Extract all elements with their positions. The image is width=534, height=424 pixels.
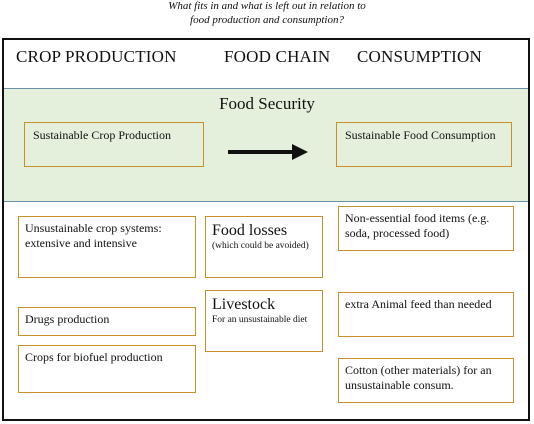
caption-line-2: food production and consumption? (190, 14, 344, 26)
header-consumption: CONSUMPTION (357, 47, 482, 66)
right-item-non-essential: Non-essential food items (e.g. soda, pro… (338, 206, 514, 251)
food-losses-title: Food losses (212, 222, 288, 239)
arrow-shaft (228, 150, 294, 154)
livestock-subtitle: For an unsustainable diet (212, 315, 308, 325)
arrow-right-icon (292, 144, 308, 160)
right-item-cotton: Cotton (other materials) for an unsustai… (338, 358, 514, 403)
left-item-drugs: Drugs production (18, 307, 196, 336)
header-crop-production: CROP PRODUCTION (16, 47, 177, 66)
left-item-biofuel: Crops for biofuel production (18, 345, 196, 393)
diagram-frame (2, 38, 530, 421)
caption-line-1: What fits in and what is left out in rel… (168, 0, 366, 12)
livestock-title: Livestock (212, 296, 276, 313)
food-losses-subtitle: (which could be avoided) (212, 241, 309, 251)
header-food-chain: FOOD CHAIN (224, 47, 331, 66)
right-item-animal-feed: extra Animal feed than needed (338, 292, 514, 337)
middle-item-livestock: Livestock For an unsustainable diet (205, 290, 323, 352)
middle-item-food-losses: Food losses (which could be avoided) (205, 216, 323, 278)
sustainable-crop-production-box: Sustainable Crop Production (24, 122, 204, 167)
food-security-title: Food Security (219, 94, 315, 113)
sustainable-food-consumption-box: Sustainable Food Consumption (336, 122, 512, 167)
left-item-unsustainable-crop: Unsustainable crop systems: extensive an… (18, 216, 196, 278)
